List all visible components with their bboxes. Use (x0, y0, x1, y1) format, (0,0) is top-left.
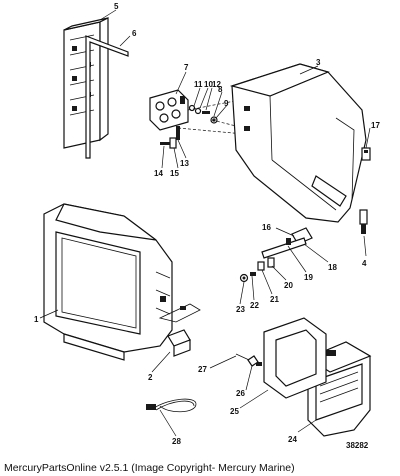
part-1-wiring (158, 303, 201, 323)
part-22-23-nut (239, 272, 256, 283)
part-26-27-screw (235, 353, 262, 367)
callout-11: 11 (194, 80, 203, 89)
callout-16: 16 (262, 223, 271, 232)
callout-15: 15 (170, 169, 179, 178)
callout-5: 5 (114, 2, 119, 11)
callout-23: 23 (236, 305, 245, 314)
part-13-14-15-screws (160, 126, 180, 149)
part-28-wire-harness (146, 398, 197, 413)
part-4-fitting (359, 209, 368, 234)
part-2-plug (167, 329, 191, 357)
callout-3: 3 (316, 58, 321, 67)
callout-6: 6 (132, 29, 137, 38)
callout-21: 21 (270, 295, 279, 304)
callout-17: 17 (371, 121, 380, 130)
part-6-rod (85, 35, 129, 159)
callout-9: 9 (224, 99, 229, 108)
leader-lines (39, 9, 371, 437)
callout-25: 25 (230, 407, 239, 416)
callout-13: 13 (180, 159, 189, 168)
callout-1: 1 (34, 315, 39, 324)
callout-28: 28 (172, 437, 181, 446)
part-18-19-rod (261, 237, 307, 259)
callout-18: 18 (328, 263, 337, 272)
part-1-front-case (43, 203, 173, 361)
callout-4: 4 (362, 259, 367, 268)
callout-26: 26 (236, 389, 245, 398)
part-3-rear-cover (229, 63, 367, 223)
callout-19: 19 (304, 273, 313, 282)
drawing-number: 38282 (346, 441, 369, 450)
part-7-terminal-block (149, 89, 189, 131)
callout-10: 10 (204, 80, 213, 89)
part-20-21-spacer (257, 257, 275, 271)
callout-20: 20 (284, 281, 293, 290)
copyright-footer: MercuryPartsOnline v2.5.1 (Image Copyrig… (4, 462, 295, 474)
callout-27: 27 (198, 365, 207, 374)
callout-7: 7 (184, 63, 189, 72)
callout-22: 22 (250, 301, 259, 310)
part-25-gasket (263, 317, 327, 399)
callout-2: 2 (148, 373, 153, 382)
callout-12: 12 (212, 80, 221, 89)
callout-14: 14 (154, 169, 163, 178)
callout-24: 24 (288, 435, 297, 444)
callout-8: 8 (218, 85, 223, 94)
part-17-clip (361, 147, 371, 161)
